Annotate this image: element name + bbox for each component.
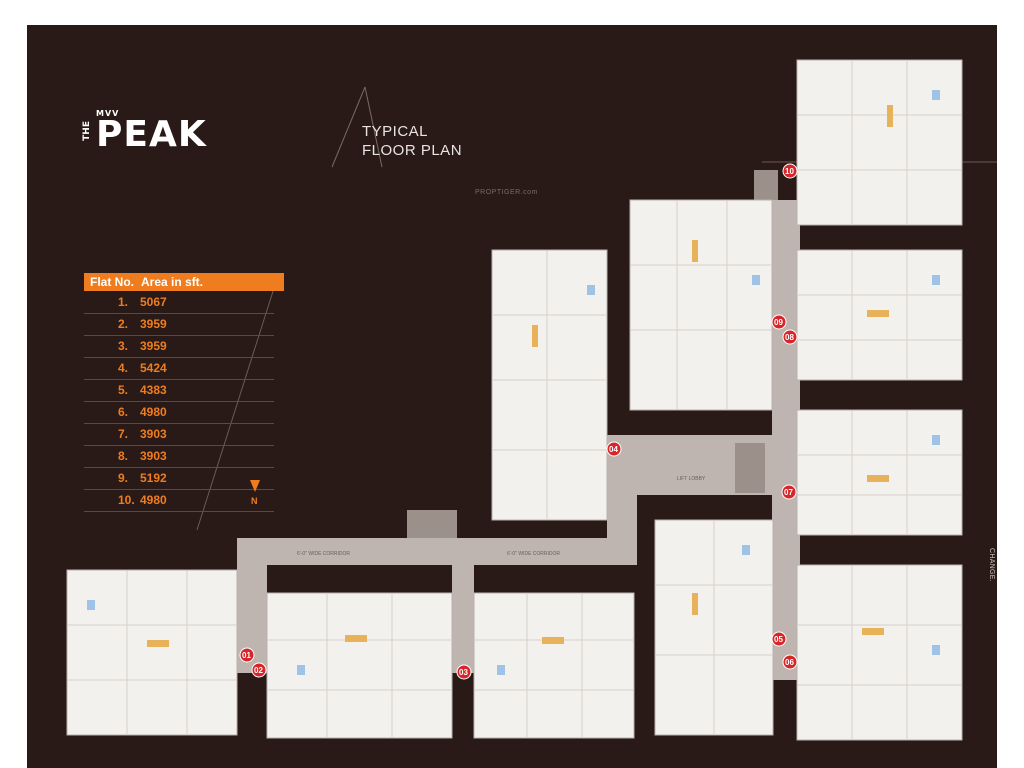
flat-marker-06[interactable]: 06 — [782, 654, 798, 670]
svg-text:10: 10 — [785, 167, 794, 176]
area-table-header: Flat No. Area in sft. — [84, 273, 284, 291]
corridor-label: 6'-0" WIDE CORRIDOR — [297, 551, 350, 557]
svg-text:04: 04 — [609, 445, 618, 454]
flat-marker-02[interactable]: 02 — [251, 662, 267, 678]
title-line-2: FLOOR PLAN — [362, 142, 463, 159]
lift-lobby-label: LIFT LOBBY — [677, 476, 706, 482]
svg-text:05: 05 — [774, 635, 783, 644]
svg-text:02: 02 — [254, 666, 263, 675]
brand-mvv: MVV — [96, 109, 120, 118]
page-title: TYPICAL FLOOR PLAN — [362, 122, 462, 160]
floor-plan-drawing: 6'-0" WIDE CORRIDOR 6'-0" WIDE CORRIDOR … — [66, 59, 997, 741]
header-area: Area in sft. — [141, 275, 204, 289]
header-flat-no: Flat No. — [90, 275, 134, 289]
table-row: 2.3959 — [84, 313, 274, 336]
title-line-1: TYPICAL — [362, 123, 429, 140]
svg-text:03: 03 — [459, 668, 468, 677]
flat-marker-10[interactable]: 10 — [782, 163, 798, 179]
flat-marker-04[interactable]: 04 — [606, 441, 622, 457]
flat-marker-07[interactable]: 07 — [781, 484, 797, 500]
flat-marker-01[interactable]: 01 — [239, 647, 255, 663]
table-row: 6.4980 — [84, 401, 274, 424]
brand-name: PEAK — [96, 114, 207, 155]
table-row: 9.5192 — [84, 467, 274, 490]
north-indicator: N — [248, 478, 262, 508]
svg-text:09: 09 — [774, 318, 783, 327]
flat-marker-08[interactable]: 08 — [782, 329, 798, 345]
svg-text:06: 06 — [785, 658, 794, 667]
corridor-label: 6'-0" WIDE CORRIDOR — [507, 551, 560, 557]
svg-text:08: 08 — [785, 333, 794, 342]
north-label: N — [251, 496, 258, 506]
table-row: 3.3959 — [84, 335, 274, 358]
table-row: 4.5424 — [84, 357, 274, 380]
svg-text:01: 01 — [242, 651, 251, 660]
flat-marker-03[interactable]: 03 — [456, 664, 472, 680]
brand-the: THE — [82, 121, 92, 141]
north-arrow-icon — [250, 480, 260, 492]
flat-marker-09[interactable]: 09 — [771, 314, 787, 330]
watermark: PROPTIGER.com — [475, 189, 538, 196]
table-row: 1.5067 — [84, 291, 274, 314]
svg-text:07: 07 — [784, 488, 793, 497]
table-row: 5.4383 — [84, 379, 274, 402]
structural-note: *NOTE: AS PER STRUCTURAL DESIGN ROOM SIZ… — [988, 548, 997, 755]
plan-board: 6'-0" WIDE CORRIDOR 6'-0" WIDE CORRIDOR … — [27, 25, 997, 768]
flat-marker-05[interactable]: 05 — [771, 631, 787, 647]
table-row: 10.4980 — [84, 489, 274, 512]
table-row: 7.3903 — [84, 423, 274, 446]
table-row: 8.3903 — [84, 445, 274, 468]
